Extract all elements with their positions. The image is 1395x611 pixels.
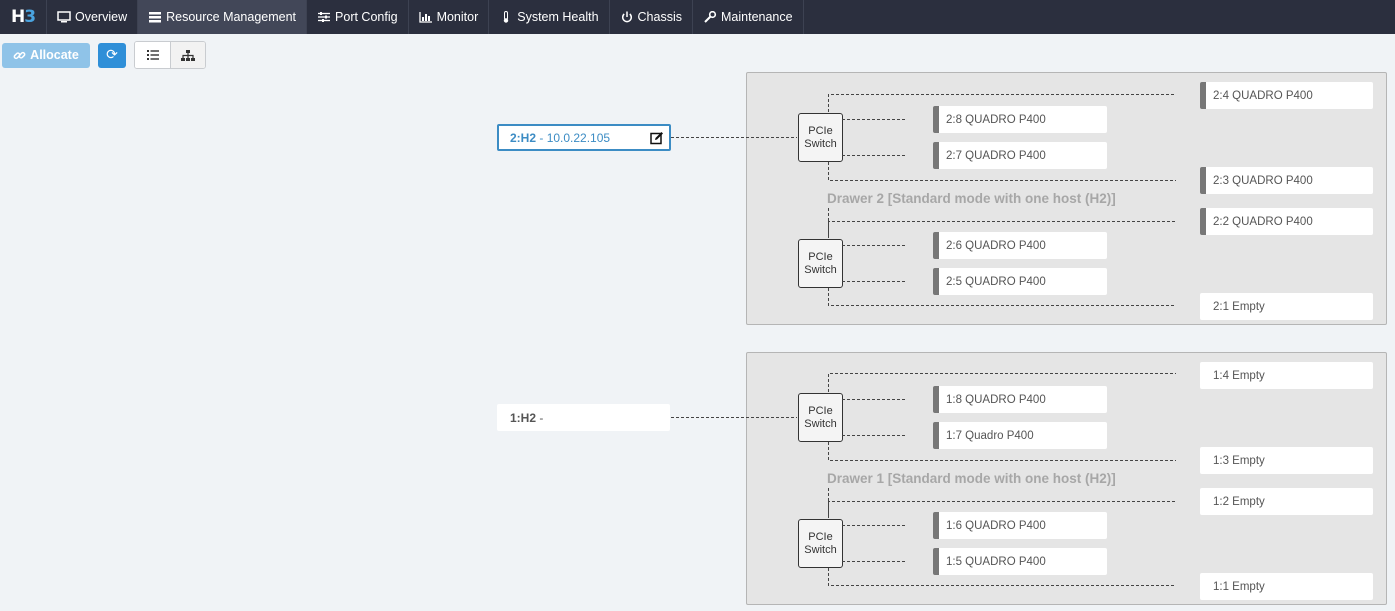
drawer-2: Drawer 2 [Standard mode with one host (H… — [746, 72, 1387, 325]
drawer-1: Drawer 1 [Standard mode with one host (H… — [746, 352, 1387, 605]
host-name: 1:H2 — [510, 410, 537, 425]
slot-label: 2:5 QUADRO P400 — [946, 275, 1046, 288]
slot-2-8[interactable]: 2:8 QUADRO P400 — [933, 106, 1107, 133]
nav-monitor[interactable]: Monitor — [409, 0, 490, 34]
slot-label: 1:8 QUADRO P400 — [946, 393, 1046, 406]
slot-1-4[interactable]: 1:4 Empty — [1200, 362, 1373, 389]
host-ip: - 10.0.22.105 — [539, 130, 611, 145]
link-icon — [13, 51, 26, 59]
slot-label: 1:7 Quadro P400 — [946, 429, 1034, 442]
slot-label: 2:1 Empty — [1213, 300, 1265, 313]
slot-1-7[interactable]: 1:7 Quadro P400 — [933, 422, 1107, 449]
switch-label: PCIe — [808, 530, 833, 543]
toolbar: Allocate ⟳ — [2, 41, 206, 69]
nav-system-health-label: System Health — [517, 10, 599, 24]
slot-label: 2:6 QUADRO P400 — [946, 239, 1046, 252]
list-view-icon — [146, 50, 159, 60]
slot-label: 2:7 QUADRO P400 — [946, 149, 1046, 162]
nav-overview[interactable]: Overview — [47, 0, 139, 34]
nav-resource-management[interactable]: Resource Management — [138, 0, 308, 34]
refresh-icon: ⟳ — [106, 47, 118, 63]
slot-label: 1:2 Empty — [1213, 495, 1265, 508]
slot-label: 2:3 QUADRO P400 — [1213, 174, 1313, 187]
slot-2-1[interactable]: 2:1 Empty — [1200, 293, 1373, 320]
slot-label: 1:5 QUADRO P400 — [946, 555, 1046, 568]
pcie-switch-lower[interactable]: PCIe Switch — [798, 239, 843, 288]
switch-label: Switch — [804, 417, 837, 430]
slot-label: 1:3 Empty — [1213, 454, 1265, 467]
drawer-label: Drawer 2 [Standard mode with one host (H… — [827, 191, 1116, 206]
slot-2-4[interactable]: 2:4 QUADRO P400 — [1200, 82, 1373, 109]
switch-label: PCIe — [808, 250, 833, 263]
host-1-h2[interactable]: 1:H2 - — [497, 404, 670, 431]
slot-2-3[interactable]: 2:3 QUADRO P400 — [1200, 167, 1373, 194]
allocate-button[interactable]: Allocate — [2, 42, 90, 68]
nav-resource-management-label: Resource Management — [166, 10, 297, 24]
slot-label: 1:1 Empty — [1213, 580, 1265, 593]
monitor-icon — [57, 11, 71, 23]
top-navbar: H3 Overview Resource Management Port Con… — [0, 0, 1395, 34]
slot-label: 1:6 QUADRO P400 — [946, 519, 1046, 532]
view-toggle-group — [134, 41, 206, 69]
slot-2-5[interactable]: 2:5 QUADRO P400 — [933, 268, 1107, 295]
nav-chassis-label: Chassis — [637, 10, 682, 24]
slot-label: 2:8 QUADRO P400 — [946, 113, 1046, 126]
drawer-label: Drawer 1 [Standard mode with one host (H… — [827, 471, 1116, 486]
slot-2-6[interactable]: 2:6 QUADRO P400 — [933, 232, 1107, 259]
nav-port-config[interactable]: Port Config — [307, 0, 409, 34]
thermometer-icon — [504, 11, 509, 23]
nav-system-health[interactable]: System Health — [489, 0, 610, 34]
sitemap-icon — [181, 49, 195, 61]
switch-label: PCIe — [808, 404, 833, 417]
switch-label: Switch — [804, 543, 837, 556]
list-view-button[interactable] — [135, 42, 170, 68]
edit-icon[interactable] — [650, 131, 664, 145]
host-ip: - — [539, 410, 544, 425]
nav-maintenance[interactable]: Maintenance — [693, 0, 804, 34]
slot-1-5[interactable]: 1:5 QUADRO P400 — [933, 548, 1107, 575]
bar-chart-icon — [418, 12, 432, 23]
pcie-switch-upper[interactable]: PCIe Switch — [798, 393, 843, 442]
nav-monitor-label: Monitor — [436, 10, 479, 24]
slot-label: 2:2 QUADRO P400 — [1213, 215, 1313, 228]
slot-1-6[interactable]: 1:6 QUADRO P400 — [933, 512, 1107, 539]
tree-view-button[interactable] — [170, 42, 205, 68]
switch-label: Switch — [804, 263, 837, 276]
slot-1-1[interactable]: 1:1 Empty — [1200, 573, 1373, 600]
sliders-icon — [318, 12, 331, 22]
slot-1-8[interactable]: 1:8 QUADRO P400 — [933, 386, 1107, 413]
slot-label: 1:4 Empty — [1213, 369, 1265, 382]
wrench-icon — [704, 11, 717, 23]
slot-label: 2:4 QUADRO P400 — [1213, 89, 1313, 102]
nav-chassis[interactable]: Chassis — [610, 0, 693, 34]
nav-port-config-label: Port Config — [335, 10, 398, 24]
pcie-switch-lower[interactable]: PCIe Switch — [798, 519, 843, 568]
switch-label: Switch — [804, 137, 837, 150]
slot-1-3[interactable]: 1:3 Empty — [1200, 447, 1373, 474]
list-icon — [149, 12, 162, 23]
host-name: 2:H2 — [510, 130, 537, 145]
nav-maintenance-label: Maintenance — [721, 10, 793, 24]
nav-overview-label: Overview — [75, 10, 128, 24]
power-icon — [621, 11, 632, 23]
slot-2-2[interactable]: 2:2 QUADRO P400 — [1200, 208, 1373, 235]
refresh-button[interactable]: ⟳ — [98, 42, 126, 68]
slot-1-2[interactable]: 1:2 Empty — [1200, 488, 1373, 515]
slot-2-7[interactable]: 2:7 QUADRO P400 — [933, 142, 1107, 169]
app-logo[interactable]: H3 — [0, 0, 47, 34]
switch-label: PCIe — [808, 124, 833, 137]
allocate-button-label: Allocate — [30, 48, 79, 62]
pcie-switch-upper[interactable]: PCIe Switch — [798, 113, 843, 162]
host-2-h2[interactable]: 2:H2 - 10.0.22.105 — [497, 124, 671, 151]
